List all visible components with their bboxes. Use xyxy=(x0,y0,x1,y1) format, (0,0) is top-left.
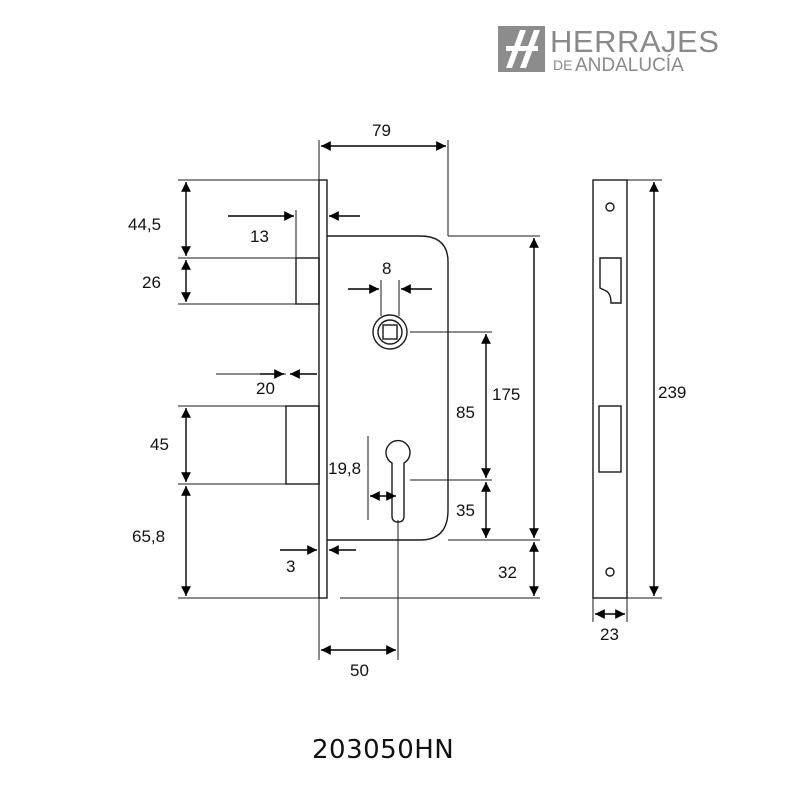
screw-hole-top-icon xyxy=(605,202,615,212)
dim-bolt-height: 45 xyxy=(150,435,169,454)
dim-faceplate-offset: 13 xyxy=(250,227,269,246)
dim-faceplate-length: 239 xyxy=(658,383,686,402)
faceplate xyxy=(318,179,328,599)
dim-bottom-to-bolt: 65,8 xyxy=(132,527,165,546)
dim-cylinder-height: 35 xyxy=(456,501,475,520)
dim-spindle-to-bottom: 175 xyxy=(492,385,520,404)
dim-faceplate-thickness: 3 xyxy=(286,557,295,576)
latch-bolt xyxy=(295,257,320,305)
brand-region: ANDALUCÍA xyxy=(575,55,684,76)
brand-prefix: DE xyxy=(553,57,572,73)
dim-top-to-latch: 44,5 xyxy=(128,215,161,234)
spindle-hub xyxy=(372,314,408,350)
dim-latch-height: 26 xyxy=(142,273,161,292)
product-code: 203050HN xyxy=(312,735,454,765)
brand-name: HERRAJES xyxy=(550,24,719,59)
brand-emblem-icon xyxy=(498,26,545,72)
dim-bottom-margin: 32 xyxy=(498,563,517,582)
dim-cylinder-width: 19,8 xyxy=(328,459,361,478)
dead-bolt xyxy=(285,405,320,485)
dim-backset: 50 xyxy=(350,661,369,680)
dim-bolt-throw: 20 xyxy=(256,379,275,398)
faceplate-front xyxy=(592,179,628,599)
lock-case xyxy=(327,235,449,541)
dim-spindle-to-cylinder: 85 xyxy=(456,403,475,422)
latch-opening xyxy=(599,257,622,304)
dim-spindle-size: 8 xyxy=(382,259,391,278)
faceplate-front-view: 239 23 xyxy=(592,179,686,644)
brand-logo: HERRAJES DE ANDALUCÍA xyxy=(498,24,719,76)
bolt-opening xyxy=(598,405,622,473)
cylinder-hole xyxy=(385,439,411,523)
screw-hole-bottom-icon xyxy=(605,567,615,577)
dim-width-top: 79 xyxy=(372,121,391,140)
lock-body-drawing: 79 44,5 13 26 8 20 175 85 45 19,8 35 65,… xyxy=(128,121,540,680)
dim-faceplate-width: 23 xyxy=(600,625,619,644)
